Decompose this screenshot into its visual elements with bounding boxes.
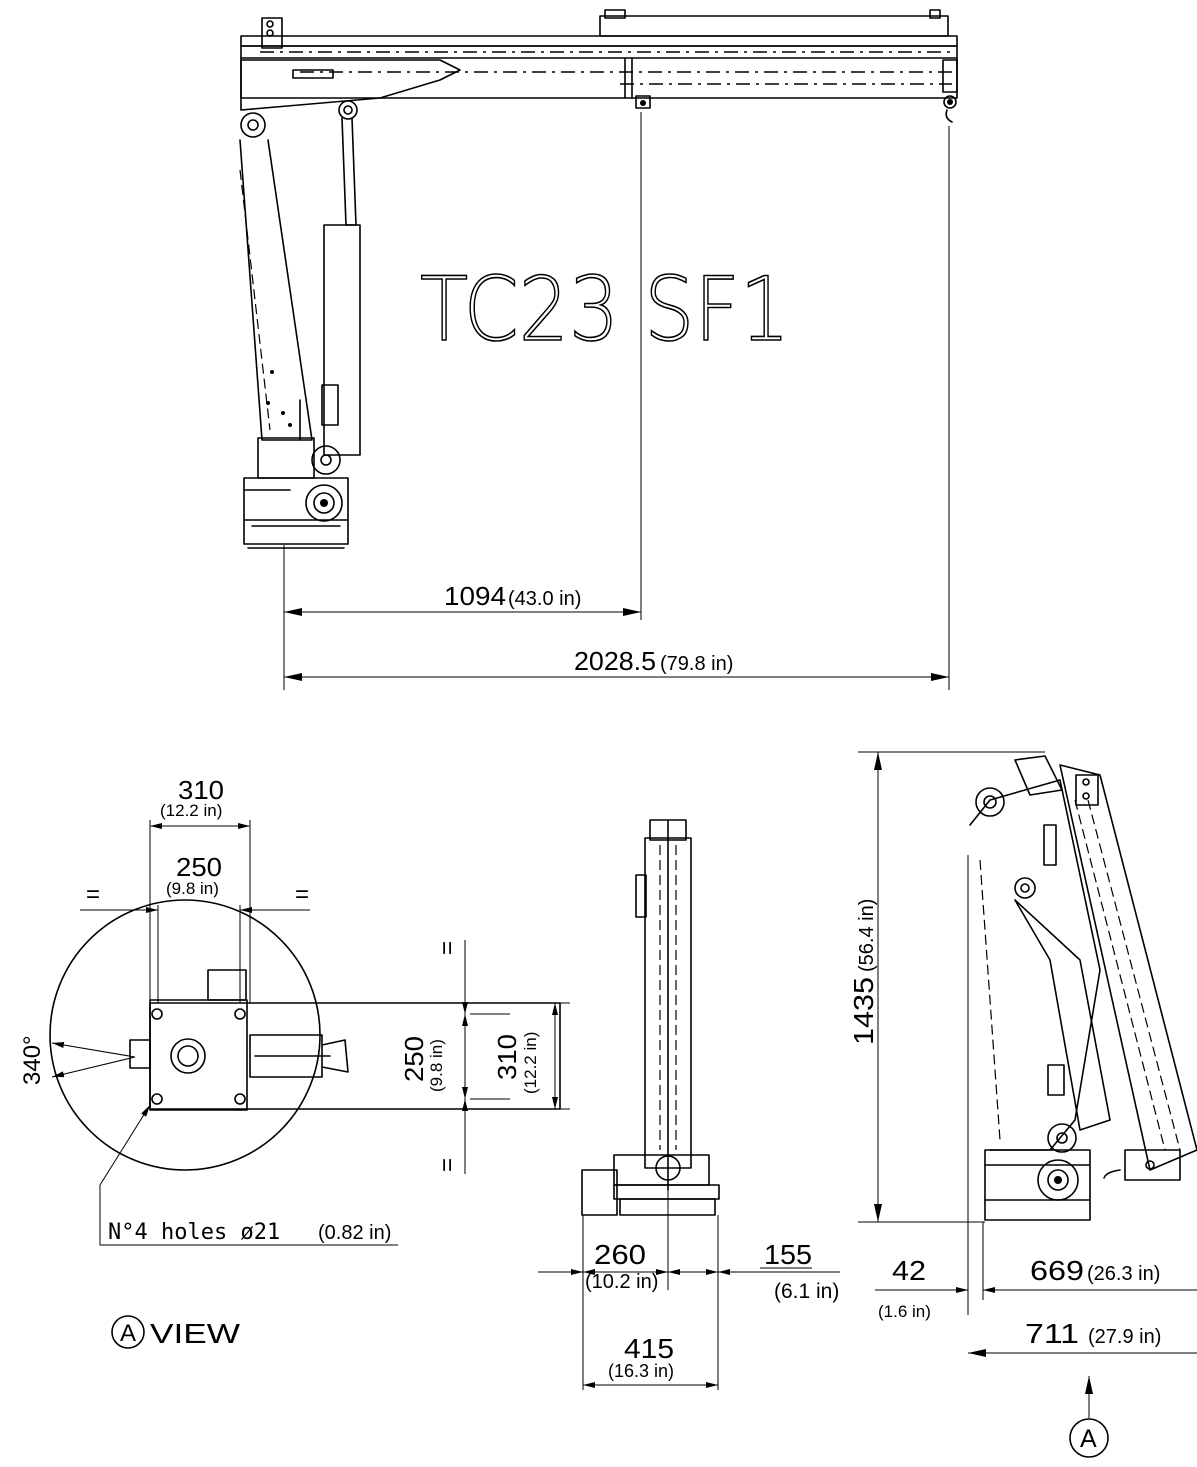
dim-height-in: (56.4 in) <box>856 899 878 972</box>
dim-reach-long: 2028.5 (79.8 in) <box>284 646 949 681</box>
dim-711: 711 <box>1025 1318 1079 1349</box>
lift-cylinder <box>311 117 361 475</box>
dim-reach-short: 1094 (43.0 in) <box>284 581 641 616</box>
dim-415: 415 <box>624 1333 674 1364</box>
view-a-plan: 340° 310 (12.2 in) 250 (9.8 in) = = <box>19 775 570 1349</box>
dim-42: 42 <box>892 1255 926 1286</box>
dim-reach-long-value: 2028.5 <box>574 646 656 676</box>
dim-260: 260 <box>594 1239 646 1270</box>
dim-reach-short-value: 1094 <box>444 581 506 611</box>
equal-left: = <box>86 881 100 908</box>
dim-reach-long-in: (79.8 in) <box>660 653 733 675</box>
view-a-circle <box>111 1315 145 1349</box>
dim-310-side-in: (12.2 in) <box>521 1032 540 1094</box>
dim-250-side: 250 <box>399 1036 429 1082</box>
equal-right: = <box>295 881 309 908</box>
holes-in: (0.82 in) <box>318 1222 391 1244</box>
base <box>243 477 349 549</box>
boom <box>240 9 958 138</box>
dim-250-top: 250 <box>176 852 222 882</box>
column <box>239 139 315 479</box>
dim-310-side: 310 <box>492 1034 522 1080</box>
front-view: 260 (10.2 in) 155 (6.1 in) 415 (16.3 in) <box>538 819 840 1390</box>
view-a-arrow-letter: A <box>1080 1425 1097 1453</box>
view-a-arrow-circle <box>1069 1418 1109 1458</box>
side-view: TC23 SF1 1094 (43.0 in) 2028.5 (79.8 in) <box>239 9 958 690</box>
dim-250-side-in: (9.8 in) <box>427 1039 446 1092</box>
dim-155-in: (6.1 in) <box>774 1280 839 1303</box>
equal-lower: = <box>434 1158 461 1172</box>
equal-upper: = <box>434 941 461 955</box>
dim-310-top: 310 <box>178 775 224 805</box>
dim-height: 1435 <box>848 977 879 1045</box>
rotation-angle: 340° <box>19 1035 46 1085</box>
view-a-letter: A <box>120 1320 136 1347</box>
dim-711-in: (27.9 in) <box>1088 1326 1161 1348</box>
model-title: TC23 SF1 <box>420 258 790 361</box>
dim-310-top-in: (12.2 in) <box>160 801 222 820</box>
dim-669-in: (26.3 in) <box>1087 1263 1160 1285</box>
dim-260-in: (10.2 in) <box>585 1271 658 1293</box>
dim-42-in: (1.6 in) <box>878 1302 931 1321</box>
dim-415-in: (16.3 in) <box>608 1361 674 1381</box>
view-a-word: VIEW <box>150 1318 241 1349</box>
folded-view: 1435 (56.4 in) 42 (1.6 in) 669 (26.3 in)… <box>848 751 1197 1458</box>
dim-669: 669 <box>1030 1255 1084 1286</box>
dim-reach-short-in: (43.0 in) <box>508 588 581 610</box>
dim-250-top-in: (9.8 in) <box>166 879 219 898</box>
dim-155: 155 <box>764 1239 812 1270</box>
holes-label: N°4 holes ø21 <box>108 1220 280 1245</box>
